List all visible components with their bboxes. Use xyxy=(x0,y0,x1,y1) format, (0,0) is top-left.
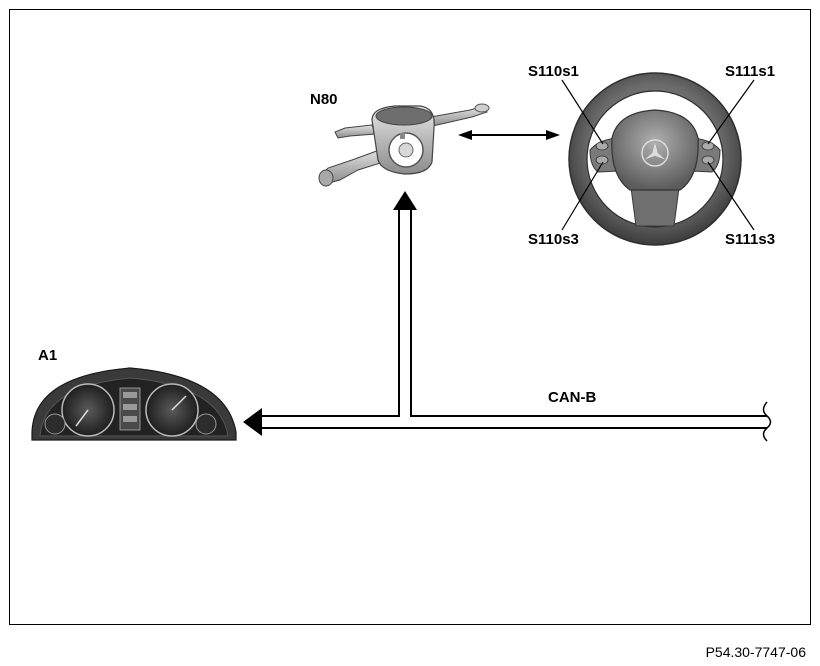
switch-s111s3 xyxy=(701,155,715,165)
n80-steering-column-module xyxy=(318,103,490,187)
s110s1-label: S110s1 xyxy=(528,63,579,80)
arrow-to-a1 xyxy=(243,408,262,436)
a1-instrument-cluster xyxy=(31,367,237,441)
steering-wheel xyxy=(568,72,742,246)
a1-label: A1 xyxy=(38,347,57,364)
switch-s111s1 xyxy=(701,141,715,151)
switch-leader-lines xyxy=(561,79,755,231)
figure-reference-code: P54.30-7747-06 xyxy=(705,644,806,660)
can-b-bus xyxy=(243,191,772,442)
n80-label: N80 xyxy=(310,91,338,108)
arrow-to-n80 xyxy=(393,191,417,210)
bus-break-mark xyxy=(762,401,772,442)
s110s3-label: S110s3 xyxy=(528,231,579,248)
n80-wheel-link xyxy=(458,130,560,140)
s111s3-label: S111s3 xyxy=(725,231,775,248)
s111s1-label: S111s1 xyxy=(725,63,775,80)
can-b-label: CAN-B xyxy=(548,389,596,406)
